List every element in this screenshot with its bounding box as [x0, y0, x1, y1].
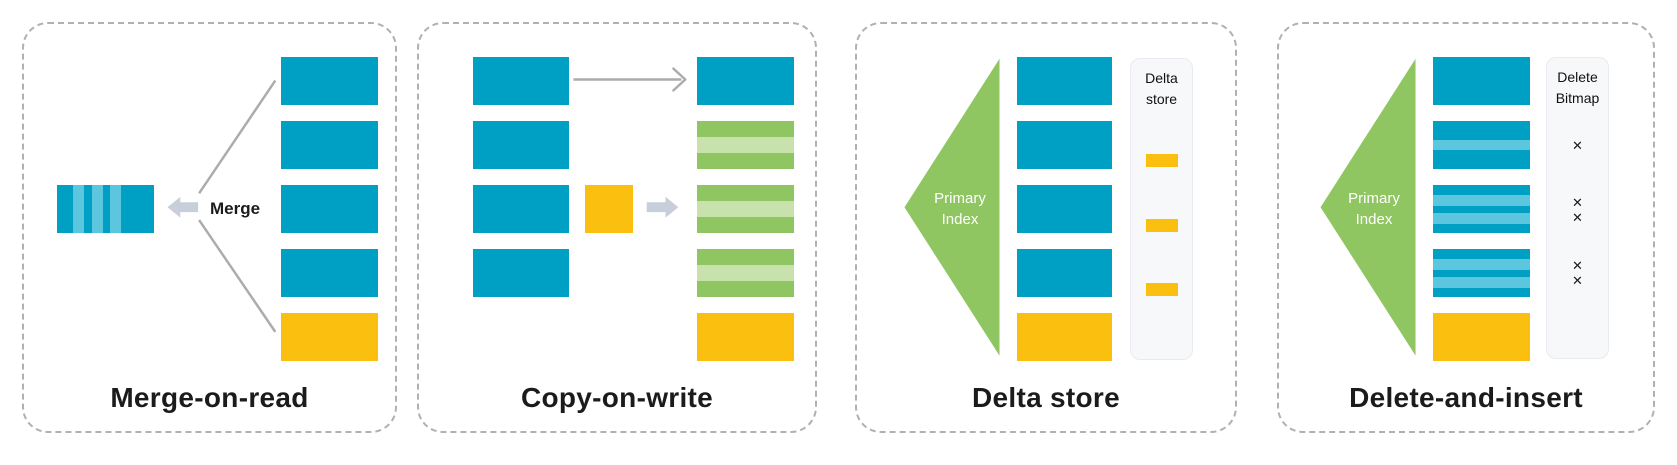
teal-stripe2-block	[1433, 185, 1530, 233]
teal-stripe2-block	[1433, 249, 1530, 297]
delta-store-panel: Delta store	[1130, 58, 1193, 360]
green-stripe-block	[697, 121, 794, 169]
primary-index-label-line1: Primary	[1348, 190, 1400, 207]
delete-bitmap-label-line2: Bitmap	[1555, 90, 1600, 106]
green-stripe-block	[697, 249, 794, 297]
teal-block	[281, 121, 378, 169]
yellow-block	[1433, 313, 1530, 361]
yellow-block	[697, 313, 794, 361]
teal-block	[1017, 185, 1112, 233]
teal-block	[281, 57, 378, 105]
segment-stack	[281, 57, 378, 361]
teal-block	[473, 57, 569, 105]
teal-stripe1-block	[1433, 121, 1530, 169]
teal-block	[1017, 121, 1112, 169]
delta-rows	[1131, 59, 1192, 359]
connector-line-top	[198, 79, 277, 195]
update-block	[585, 185, 633, 233]
yellow-block	[1146, 283, 1178, 296]
panel-copy-on-write: Copy-on-write	[417, 22, 817, 433]
yellow-block	[1146, 154, 1178, 167]
copy-arrow-head-icon	[672, 67, 687, 92]
panel-title: Merge-on-read	[110, 382, 309, 413]
teal-block	[697, 57, 794, 105]
delta-store-label-line2: store	[1145, 91, 1178, 107]
connector-line-bottom	[198, 219, 277, 333]
original-segment-stack	[473, 57, 569, 297]
teal-block	[473, 249, 569, 297]
teal-block	[1433, 57, 1530, 105]
merged-segment-stack	[57, 185, 154, 233]
delete-marks: ✕✕✕✕✕	[1547, 58, 1608, 358]
panel-title: Delta store	[971, 382, 1121, 413]
teal-block	[281, 249, 378, 297]
panel-merge-on-read: Merge Merge-on-read	[22, 22, 397, 433]
teal-block	[281, 185, 378, 233]
yellow-block	[281, 313, 378, 361]
delta-store-panel-label: Delta store	[1131, 68, 1192, 110]
merge-arrow-left-icon	[167, 196, 199, 218]
write-arrow-right-icon	[646, 196, 679, 218]
panel-title: Delete-and-insert	[1349, 382, 1583, 413]
x-mark-icon: ✕	[1572, 273, 1583, 288]
primary-index-label-line1: Primary	[934, 190, 986, 207]
delete-bitmap-label-line1: Delete	[1557, 69, 1598, 85]
delete-mark-group: ✕✕	[1547, 195, 1608, 225]
teal-block	[1017, 249, 1112, 297]
merge-label: Merge	[210, 199, 261, 218]
panel-delete-and-insert: Primary Index Delete Bitmap ✕✕✕✕✕ Delete…	[1277, 22, 1655, 433]
delete-mark-group: ✕	[1547, 138, 1608, 153]
delete-bitmap-panel-label: Delete Bitmap	[1547, 67, 1608, 109]
delete-bitmap-panel: Delete Bitmap ✕✕✕✕✕	[1546, 57, 1609, 359]
primary-index-label: Primary Index	[1319, 188, 1429, 230]
delta-store-label-line1: Delta	[1145, 70, 1178, 86]
yellow-block	[585, 185, 633, 233]
segment-stack	[1017, 57, 1112, 361]
x-mark-icon: ✕	[1572, 138, 1583, 153]
delete-mark-group: ✕✕	[1547, 258, 1608, 288]
yellow-block	[1146, 219, 1178, 232]
teal-vstripe-block	[57, 185, 154, 233]
x-mark-icon: ✕	[1572, 195, 1583, 210]
primary-index-label-line2: Index	[941, 211, 979, 228]
panel-delta-store: Primary Index Delta store Delta store	[855, 22, 1237, 433]
green-stripe-block	[697, 185, 794, 233]
x-mark-icon: ✕	[1572, 258, 1583, 273]
primary-index-label-line2: Index	[1355, 211, 1393, 228]
rewritten-segment-stack	[697, 57, 794, 361]
x-mark-icon: ✕	[1572, 210, 1583, 225]
teal-block	[1017, 57, 1112, 105]
primary-index-label: Primary Index	[905, 188, 1015, 230]
teal-block	[473, 121, 569, 169]
segment-stack	[1433, 57, 1530, 361]
teal-block	[473, 185, 569, 233]
yellow-block	[1017, 313, 1112, 361]
panel-title: Copy-on-write	[520, 382, 714, 413]
